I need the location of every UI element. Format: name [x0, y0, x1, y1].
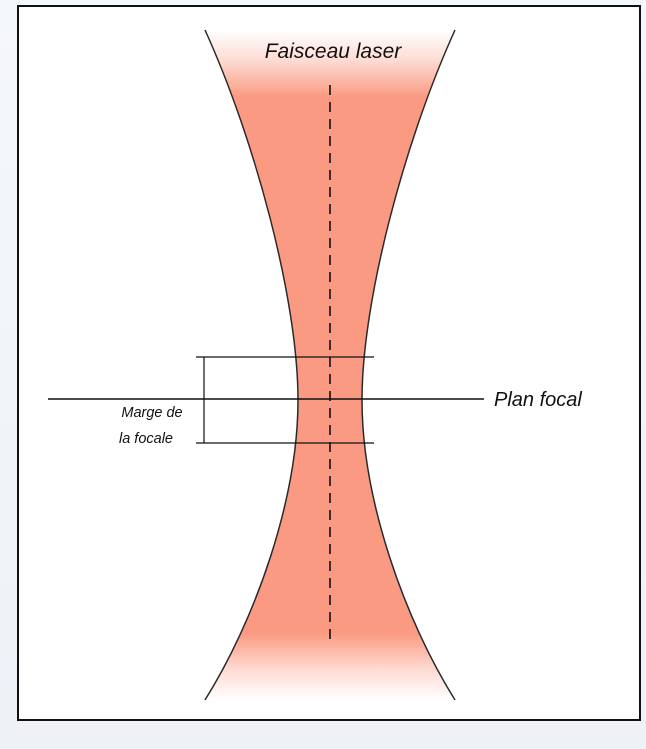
focal-plane-label: Plan focal	[494, 389, 582, 411]
focal-margin-label-line2: la focale	[119, 431, 173, 447]
focal-margin-label-line1: Marge de	[121, 405, 182, 421]
beam-label: Faisceau laser	[265, 40, 403, 63]
